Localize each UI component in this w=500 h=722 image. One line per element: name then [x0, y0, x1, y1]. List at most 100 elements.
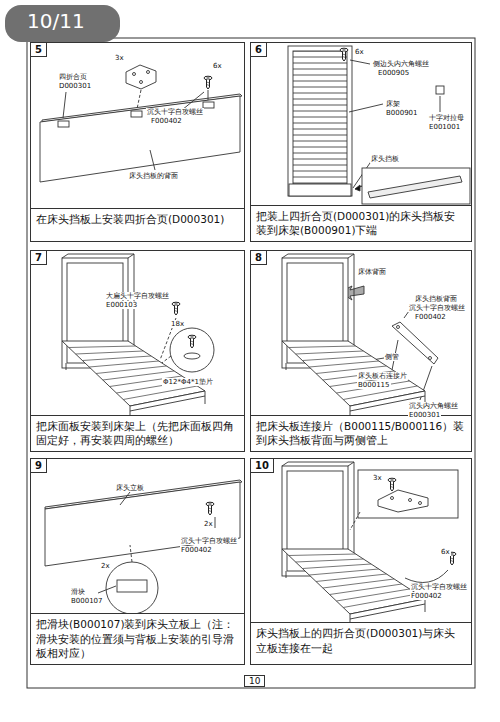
part-label: B000107 [70, 597, 104, 605]
drawing-circle [106, 562, 158, 614]
drawing-rect [288, 46, 352, 196]
drawing-circle [147, 71, 150, 74]
part-label: 沉头十字自攻螺丝 [410, 583, 468, 591]
drawing-line [350, 512, 360, 530]
drawing-use [188, 335, 196, 348]
drawing-line [130, 545, 132, 562]
drawing-line [63, 92, 66, 118]
drawing-rect [58, 121, 69, 127]
drawing-rect [131, 111, 142, 117]
part-label: F000402 [414, 313, 447, 321]
drawing-line [349, 104, 383, 112]
drawing-rect [362, 168, 470, 204]
drawing-use [388, 478, 396, 491]
drawing-circle [397, 326, 400, 329]
drawing-line [350, 60, 370, 64]
drawing-path [405, 570, 448, 583]
caption-box: 把床头板连接片（B000115/B000116）装到床头挡板背面与两侧管上 [251, 415, 471, 451]
drawing-path [126, 65, 156, 89]
part-label: B000901 [385, 109, 419, 117]
drawing-polygon [45, 482, 240, 566]
step-number: 6 [250, 42, 267, 57]
part-label: 6x [212, 62, 223, 70]
drawing-rect [27, 38, 475, 688]
step-panel: 8 把床头板连接片（B000115/B000116）装到床头挡板背面与两侧管上 [250, 250, 472, 452]
drawing-rect [117, 580, 147, 592]
part-label: E001001 [428, 123, 461, 131]
part-label: 沉头十字自攻螺丝 [146, 108, 204, 116]
part-label: E000103 [105, 301, 138, 309]
part-label: 3x [114, 54, 125, 62]
drawing-line [440, 96, 441, 112]
page-indicator: 10/11 [26, 10, 86, 33]
caption-text: 把装上四折合页(D000301)的床头挡板安装到床架(B000901)下端 [256, 209, 466, 238]
caption-box: 把床面板安装到床架上（先把床面板四角固定好，再安装四周的螺丝） [31, 415, 244, 451]
part-label: 侧边头内六角螺丝 [372, 60, 430, 68]
caption-box: 在床头挡板上安装四折合页(D000301) [31, 208, 244, 241]
caption-text: 把滑块(B000107)装到床头立板上（注：滑块安装的位置须与背板上安装的引导滑… [36, 617, 239, 661]
step-number: 5 [30, 42, 47, 57]
caption-text: 床头挡板上的四折合页(D000301)与床头立板连接在一起 [256, 626, 466, 655]
drawing-path [355, 185, 360, 191]
drawing-line [215, 517, 216, 528]
drawing-line [150, 150, 155, 170]
drawing-use [340, 48, 348, 61]
drawing-ellipse [184, 353, 200, 359]
drawing-rect [289, 184, 351, 196]
part-label: Φ12*Φ4*1垫片 [162, 378, 214, 386]
part-label: 大扁头十字自攻螺丝 [105, 292, 170, 300]
part-label: 沉头内六角螺丝 [408, 402, 459, 410]
drawing-rect [293, 51, 347, 184]
caption-text: 把床面板安装到床架上（先把床面板四角固定好，再安装四周的螺丝） [36, 419, 239, 448]
part-label: 侧管 [384, 353, 400, 361]
drawing-circle [409, 499, 412, 502]
part-label: D000301 [58, 82, 92, 90]
drawing-path [378, 490, 428, 512]
caption-box: 把装上四折合页(D000301)的床头挡板安装到床架(B000901)下端 [251, 205, 471, 241]
part-label: B000115 [357, 381, 391, 389]
part-label: E000301 [408, 411, 441, 419]
part-label: 床体背面 [357, 268, 387, 276]
step-number: 10 [250, 458, 274, 473]
part-label: 3x [372, 474, 383, 482]
drawing-use [282, 462, 425, 626]
step-panel: 6 把装上四折合页(D000301)的床头挡板安装到床架(B000901)下端 [250, 42, 472, 242]
drawing-line [120, 492, 130, 505]
drawing-line [208, 90, 209, 100]
drawing-use [172, 302, 180, 315]
drawing-rect [5, 5, 120, 42]
part-label: 床头立板 [115, 484, 145, 492]
part-label: 6x [354, 48, 365, 56]
caption-text: 把床头板连接片（B000115/B000116）装到床头挡板背面与两侧管上 [256, 419, 466, 448]
drawing-circle [429, 357, 432, 360]
drawing-circle [391, 497, 394, 500]
part-label: E000905 [377, 69, 410, 77]
drawing-circle [133, 73, 136, 76]
part-label: 滑块 [70, 588, 86, 596]
drawing-polygon [368, 176, 462, 198]
drawing-circle [419, 502, 422, 505]
page-number: 10 [244, 675, 265, 687]
drawing-line [98, 586, 116, 593]
step-number: 9 [30, 458, 47, 473]
step-panel: 5 在床头挡板上安装四折合页(D000301) [30, 42, 245, 242]
drawing-polygon [40, 96, 240, 182]
step-number: 8 [250, 250, 267, 265]
part-label: 床头板右连接片 [357, 372, 408, 380]
part-label: 床头挡板背面 [414, 295, 458, 303]
drawing-use [204, 76, 212, 89]
drawing-use [282, 254, 425, 418]
step-panel: 10 床头挡板上的四折合页(D000301)与床头立板连接在一起 [250, 458, 472, 665]
part-label: 2x [203, 520, 214, 528]
drawing-use [62, 254, 205, 418]
drawing-line [137, 90, 141, 109]
drawing-use [206, 502, 214, 515]
caption-box: 把滑块(B000107)装到床头立板上（注：滑块安装的位置须与背板上安装的引导滑… [31, 613, 244, 664]
drawing-rect [358, 470, 458, 518]
step-number: 7 [30, 250, 47, 265]
step-panel: 7 把床面板安装到床架上（先把床面板四角固定好，再安装四周的螺丝） [30, 250, 245, 452]
part-label: F000402 [180, 546, 213, 554]
caption-box: 床头挡板上的四折合页(D000301)与床头立板连接在一起 [251, 622, 471, 664]
part-label: 床头挡板的背面 [128, 172, 179, 180]
part-label: 床架 [385, 100, 401, 108]
